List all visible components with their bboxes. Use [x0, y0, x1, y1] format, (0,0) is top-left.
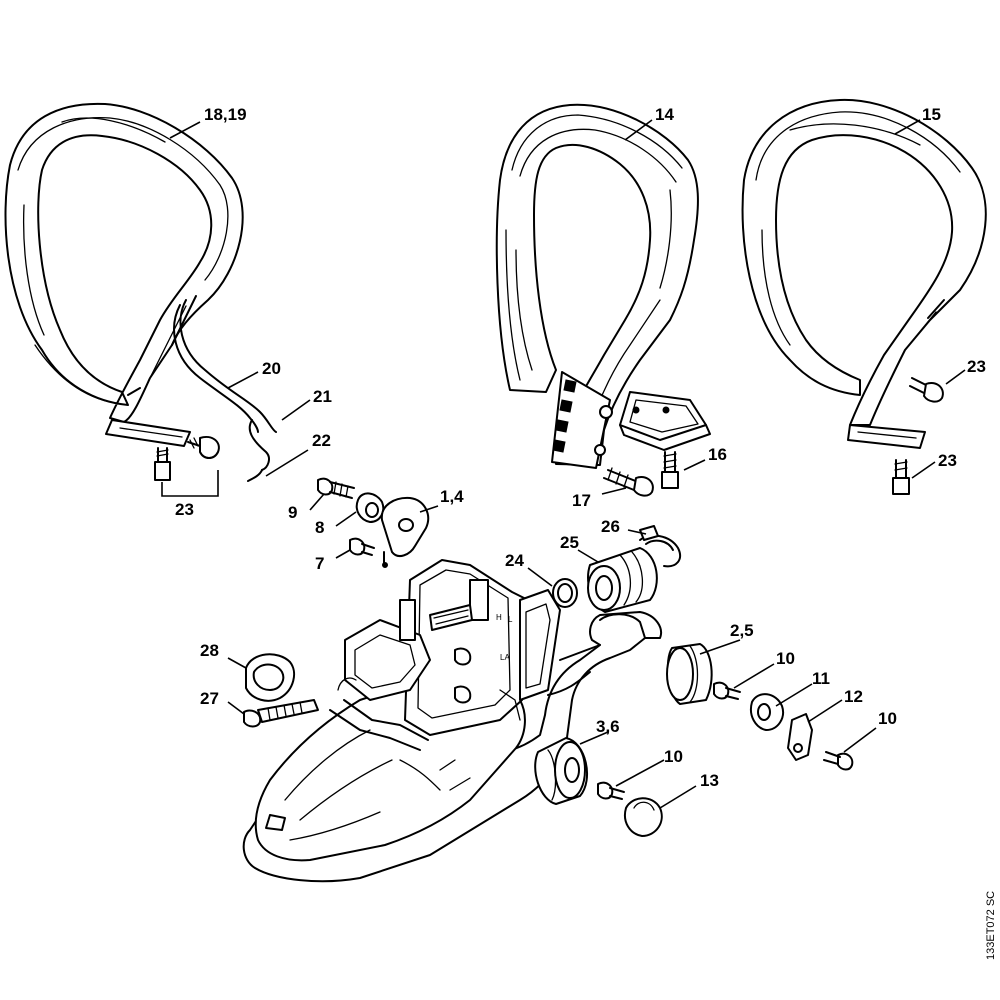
handle-bar-14: [495, 103, 699, 469]
callout-21: 21: [313, 387, 332, 406]
screw-23-left-a: [154, 447, 171, 481]
callout-2-5: 2,5: [730, 621, 754, 640]
callout-14: 14: [655, 105, 674, 124]
screw-17: [603, 467, 654, 497]
callout-24: 24: [505, 551, 524, 570]
gasket-28: [245, 653, 296, 702]
callout-27: 27: [200, 689, 219, 708]
callout-20: 20: [262, 359, 281, 378]
callout-10-c: 10: [664, 747, 683, 766]
callout-13: 13: [700, 771, 719, 790]
bracket-plate: [619, 391, 711, 451]
screw-23-right-bottom: [892, 459, 910, 495]
washer-11: [750, 693, 784, 731]
callout-26: 26: [601, 517, 620, 536]
callout-25: 25: [560, 533, 579, 552]
annular-buffer-3-6: [534, 737, 589, 805]
callout-10-a: 10: [776, 649, 795, 668]
annular-buffer-2-5: [666, 643, 713, 705]
callout-9: 9: [288, 503, 297, 522]
housing-mark-l: L: [508, 615, 513, 624]
ground-wire-20-21: [173, 299, 277, 482]
threaded-stud-27: [243, 699, 319, 728]
callout-22: 22: [312, 431, 331, 450]
callout-15: 15: [922, 105, 941, 124]
callout-10-b: 10: [878, 709, 897, 728]
handle-bar-15: [741, 98, 987, 449]
callout-23-left: 23: [175, 500, 194, 519]
callout-28: 28: [200, 641, 219, 660]
screw-7: [349, 537, 375, 556]
screw-10-b: [823, 751, 854, 771]
callout-12: 12: [844, 687, 863, 706]
screw-10-c: [597, 781, 625, 800]
callout-1-4: 1,4: [440, 487, 464, 506]
callout-23-right-top: 23: [967, 357, 986, 376]
washer-8: [355, 492, 385, 523]
callout-7: 7: [315, 554, 324, 573]
screw-10-a: [713, 681, 741, 700]
clamp-26: [639, 525, 682, 568]
callout-3-6: 3,6: [596, 717, 620, 736]
callout-18-19: 18,19: [204, 105, 247, 124]
housing-mark-h: H: [496, 613, 502, 622]
handle-bar-18-19: [4, 102, 244, 447]
drawing-reference: 133ET072 SC: [985, 891, 997, 960]
housing-mark-la: LA: [500, 653, 510, 662]
callout-16: 16: [708, 445, 727, 464]
screw-23-left-b: [187, 436, 220, 459]
callout-11: 11: [812, 669, 830, 688]
engine-housing: [242, 559, 662, 883]
screw-9: [317, 477, 355, 499]
cover-1-4: [380, 496, 430, 568]
plug-13: [624, 797, 663, 837]
callout-23-right-bottom: 23: [938, 451, 957, 470]
screw-23-right-top: [909, 377, 944, 403]
bracket-12: [787, 713, 813, 761]
screw-16: [661, 451, 679, 489]
callout-8: 8: [315, 518, 324, 537]
callout-17: 17: [572, 491, 591, 510]
leader-lines: [161, 119, 966, 809]
intake-boot-25: [587, 547, 658, 613]
ring-24: [552, 578, 578, 608]
